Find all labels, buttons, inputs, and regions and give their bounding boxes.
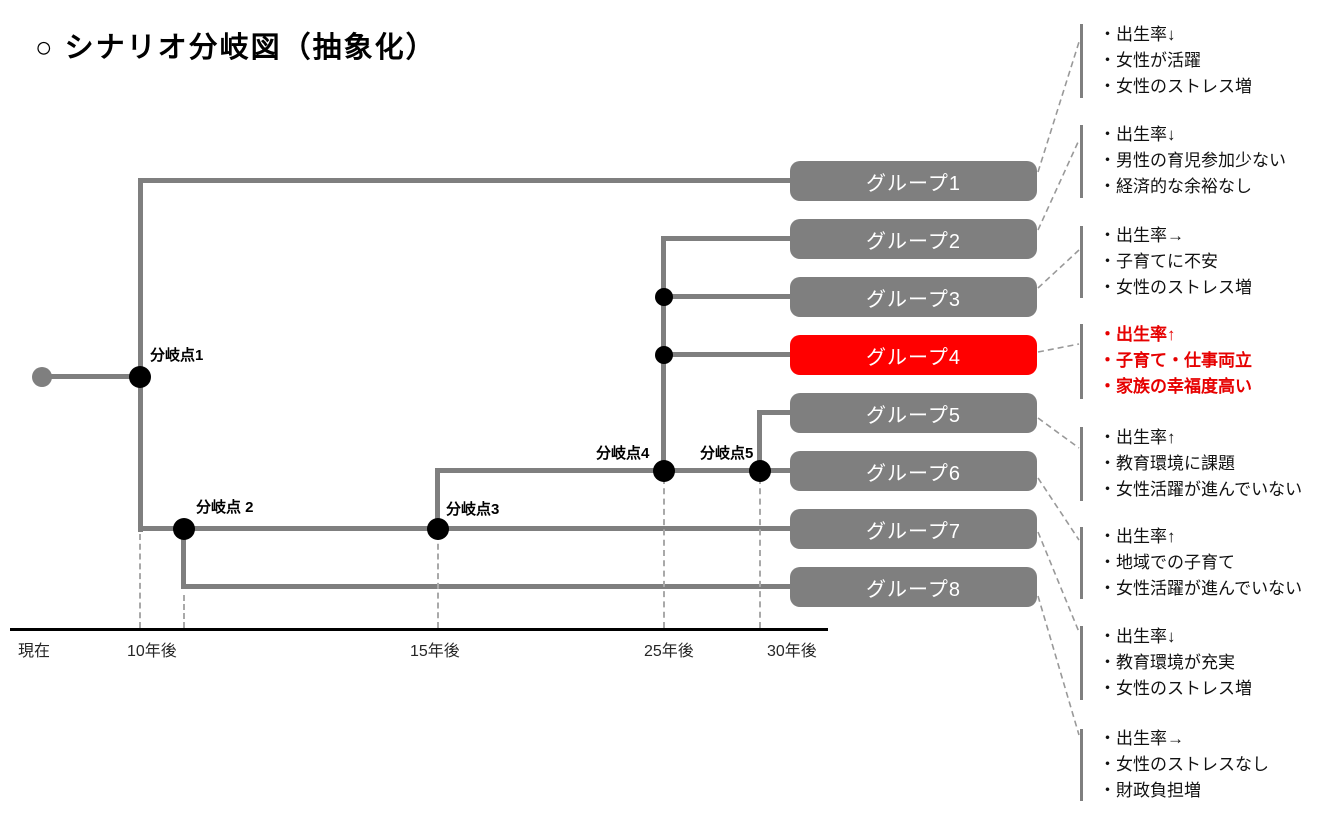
annotation-line: ・出生率→ (1099, 226, 1184, 245)
annotation-bar-7 (1080, 626, 1083, 700)
branch-point-label-2: 分岐点 2 (196, 499, 254, 516)
annotation-group-5: ・出生率↑ ・教育環境に課題 ・女性活躍が進んでいない (1099, 425, 1302, 503)
group-label-1: グループ1 (866, 172, 961, 195)
group-label-8: グループ8 (866, 578, 961, 601)
branch-line-group2 (661, 236, 790, 241)
annotation-group-4-highlighted: ・出生率↑ ・子育て・仕事両立 ・家族の幸福度高い (1099, 322, 1252, 400)
timeline-axis (10, 628, 828, 631)
annotation-group-2: ・出生率↓ ・男性の育児参加少ない ・経済的な余裕なし (1099, 122, 1286, 200)
group-label-5: グループ5 (866, 404, 961, 427)
group-box-2: グループ2 (790, 219, 1037, 259)
timeline-label-30y: 30年後 (767, 643, 817, 660)
timeline-dashed-line-30y (759, 478, 761, 628)
branch-line-group1 (138, 178, 790, 183)
annotation-bar-3 (1080, 226, 1083, 298)
branch-line-group3 (661, 294, 790, 299)
annotation-line: ・地域での子育て (1099, 553, 1235, 572)
branch-line-group4 (661, 352, 790, 357)
annotation-line: ・女性が活躍 (1099, 51, 1201, 70)
group-box-3: グループ3 (790, 277, 1037, 317)
annotation-line: ・出生率→ (1099, 729, 1184, 748)
group-label-4: グループ4 (866, 346, 961, 369)
branch-point-dot-4 (653, 460, 675, 482)
branch-line-group7 (138, 526, 790, 531)
junction-dot-group3 (655, 288, 673, 306)
group-box-1: グループ1 (790, 161, 1037, 201)
group-box-7: グループ7 (790, 509, 1037, 549)
branch-line-group5 (757, 410, 790, 415)
branch-point-label-3: 分岐点3 (446, 501, 500, 518)
annotation-bar-2 (1080, 125, 1083, 198)
annotation-line: ・子育て・仕事両立 (1099, 351, 1252, 370)
branch-line-bp3-vertical (435, 468, 440, 531)
annotation-line: ・子育てに不安 (1099, 252, 1218, 271)
page-title: ○ シナリオ分岐図（抽象化） (35, 32, 437, 64)
annotation-line: ・出生率↓ (1099, 627, 1176, 646)
annotation-line: ・女性のストレス増 (1099, 679, 1252, 698)
branch-line-group8 (181, 584, 790, 589)
annotation-line: ・出生率↑ (1099, 325, 1176, 344)
branch-line-bp2-vertical (181, 526, 186, 589)
timeline-label-15y: 15年後 (410, 643, 460, 660)
branch-point-dot-2 (173, 518, 195, 540)
annotation-group-6: ・出生率↑ ・地域での子育て ・女性活躍が進んでいない (1099, 524, 1302, 602)
group-label-2: グループ2 (866, 230, 961, 253)
branch-point-dot-1 (129, 366, 151, 388)
timeline-dashed-line-25y (663, 478, 665, 628)
branch-line-bp1-vertical (138, 178, 143, 532)
annotation-line: ・女性活躍が進んでいない (1099, 579, 1303, 598)
group-box-6: グループ6 (790, 451, 1037, 491)
timeline-label-now: 現在 (18, 643, 51, 660)
annotation-bar-8 (1080, 729, 1083, 801)
annotation-line: ・経済的な余裕なし (1099, 177, 1252, 196)
annotation-line: ・出生率↑ (1099, 527, 1176, 546)
annotation-line: ・家族の幸福度高い (1099, 377, 1252, 396)
branch-line-group6 (435, 468, 790, 473)
branch-point-dot-5 (749, 460, 771, 482)
group-box-5: グループ5 (790, 393, 1037, 433)
branch-point-dot-3 (427, 518, 449, 540)
annotation-group-1: ・出生率↓ ・女性が活躍 ・女性のストレス増 (1099, 22, 1252, 100)
annotation-line: ・出生率↓ (1099, 25, 1176, 44)
timeline-dashed-line-10y (139, 534, 141, 628)
annotation-bar-5 (1080, 427, 1083, 501)
group-label-3: グループ3 (866, 288, 961, 311)
branch-point-label-1: 分岐点1 (150, 347, 204, 364)
timeline-dashed-line-15y (437, 534, 439, 628)
annotation-line: ・女性のストレス増 (1099, 278, 1252, 297)
start-node-dot (32, 367, 52, 387)
annotation-group-3: ・出生率→ ・子育てに不安 ・女性のストレス増 (1099, 223, 1252, 301)
annotation-bar-6 (1080, 527, 1083, 599)
annotation-group-8: ・出生率→ ・女性のストレスなし ・財政負担増 (1099, 726, 1269, 804)
annotation-line: ・財政負担増 (1099, 781, 1201, 800)
group-box-8: グループ8 (790, 567, 1037, 607)
annotation-line: ・教育環境が充実 (1099, 653, 1235, 672)
group-label-7: グループ7 (866, 520, 961, 543)
annotation-line: ・教育環境に課題 (1099, 454, 1235, 473)
timeline-label-25y: 25年後 (644, 643, 694, 660)
annotation-line: ・出生率↓ (1099, 125, 1176, 144)
annotation-group-7: ・出生率↓ ・教育環境が充実 ・女性のストレス増 (1099, 624, 1252, 702)
branch-point-label-5: 分岐点5 (700, 445, 754, 462)
annotation-line: ・出生率↑ (1099, 428, 1176, 447)
annotation-line: ・男性の育児参加少ない (1099, 151, 1286, 170)
annotation-line: ・女性活躍が進んでいない (1099, 480, 1303, 499)
annotation-line: ・女性のストレス増 (1099, 77, 1252, 96)
branch-point-label-4: 分岐点4 (596, 445, 650, 462)
annotation-line: ・女性のストレスなし (1099, 755, 1269, 774)
group-box-4-highlighted: グループ4 (790, 335, 1037, 375)
annotation-bar-1 (1080, 24, 1083, 98)
branch-line-start (40, 374, 140, 379)
branch-line-bp5-vertical (757, 410, 762, 473)
junction-dot-group4 (655, 346, 673, 364)
timeline-dashed-line-bp2 (183, 595, 185, 628)
timeline-label-10y: 10年後 (127, 643, 177, 660)
annotation-bar-4 (1080, 324, 1083, 399)
group-label-6: グループ6 (866, 462, 961, 485)
